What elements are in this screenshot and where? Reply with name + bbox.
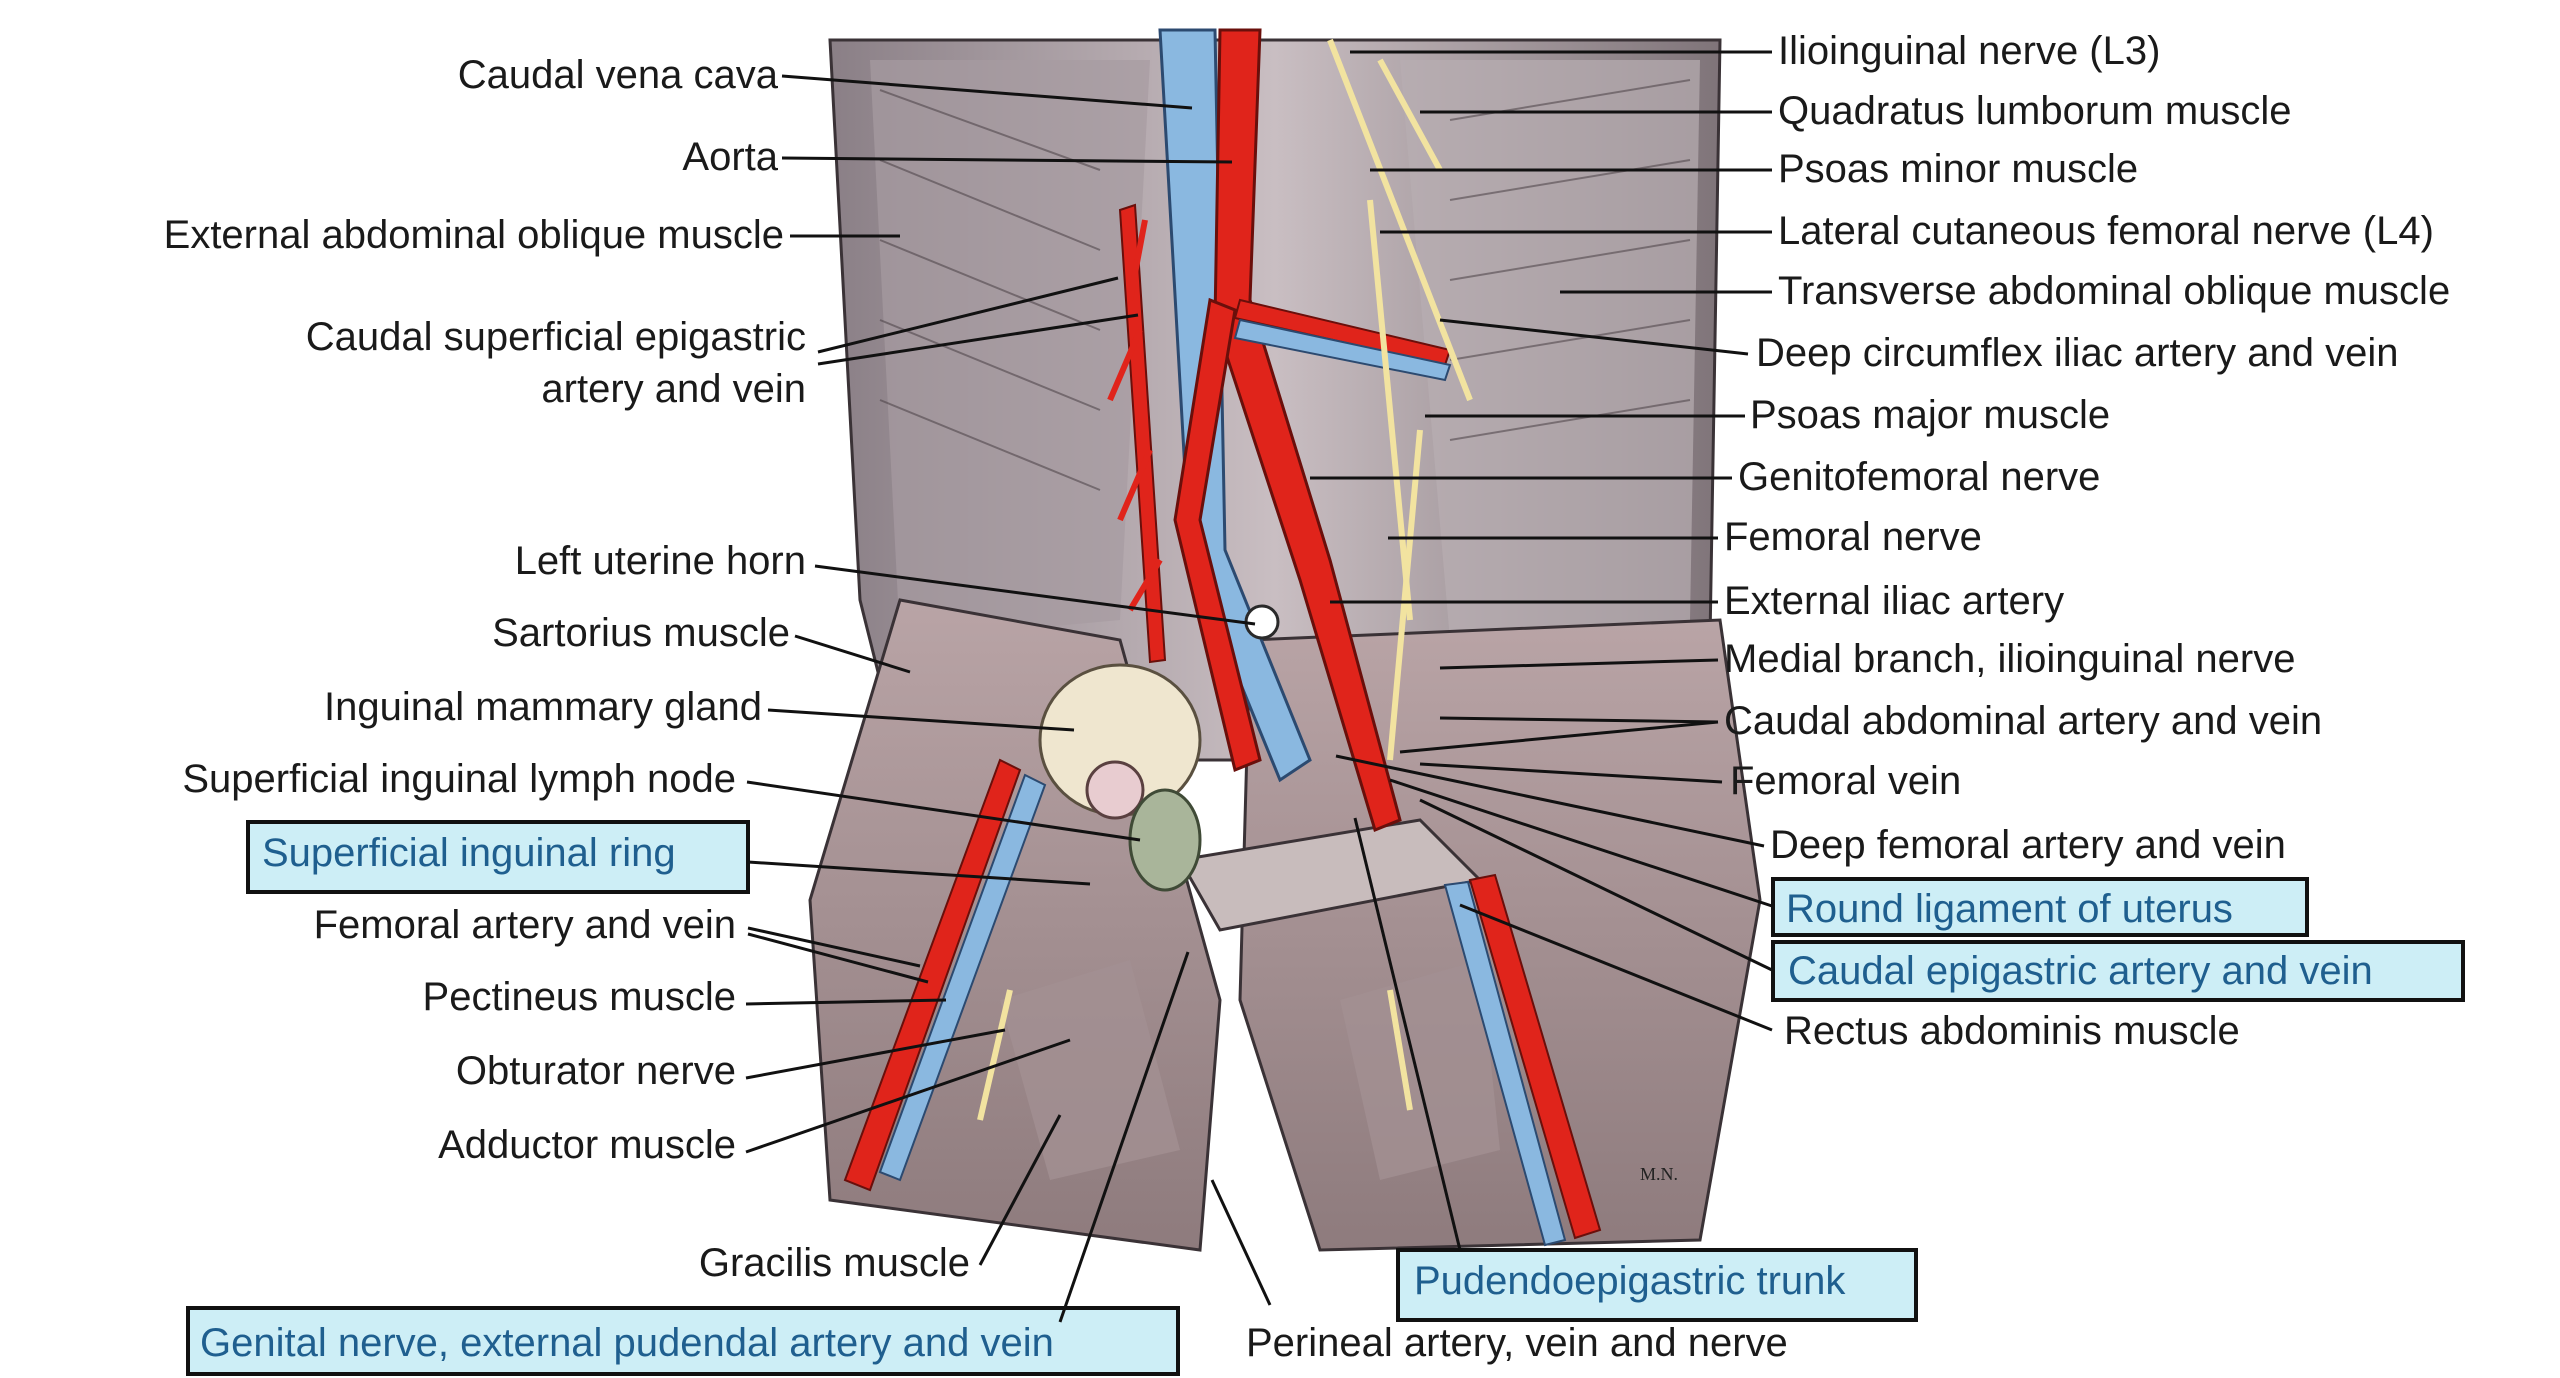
label-gracilis-muscle: Gracilis muscle [699,1241,970,1285]
label-ilioinguinal-nerve-l3: Ilioinguinal nerve (L3) [1778,29,2160,73]
nerves [977,38,1473,1121]
label-sartorius-muscle: Sartorius muscle [492,611,790,655]
label-pudendoepigastric-trunk: Pudendoepigastric trunk [1414,1259,1846,1303]
label-caudal-abdominal-artery-and-vein: Caudal abdominal artery and vein [1724,699,2322,743]
label-pectineus-muscle: Pectineus muscle [423,975,736,1019]
label-caudal-vena-cava: Caudal vena cava [458,53,779,97]
label-perineal-artery-vein-and-nerve: Perineal artery, vein and nerve [1246,1321,1788,1365]
leader-lines [745,50,1773,1323]
label-deep-femoral-artery-and-vein: Deep femoral artery and vein [1770,823,2286,867]
label-genitofemoral-nerve: Genitofemoral nerve [1738,455,2100,499]
labels-left: Caudal vena cava Aorta External abdomina… [164,53,1054,1365]
lymph-node [1128,788,1202,892]
label-quadratus-lumborum-muscle: Quadratus lumborum muscle [1778,89,2292,133]
label-external-abdominal-oblique-muscle: External abdominal oblique muscle [164,213,784,257]
label-left-uterine-horn: Left uterine horn [515,539,806,583]
label-deep-circumflex-iliac-artery-and-vein: Deep circumflex iliac artery and vein [1756,331,2398,375]
label-psoas-major-muscle: Psoas major muscle [1750,393,2110,437]
artist-signature: M.N. [1640,1164,1678,1184]
label-superficial-inguinal-lymph-node: Superficial inguinal lymph node [182,757,736,801]
label-transverse-abdominal-oblique-muscle: Transverse abdominal oblique muscle [1778,269,2450,313]
label-psoas-minor-muscle: Psoas minor muscle [1778,147,2138,191]
label-femoral-artery-and-vein-left: Femoral artery and vein [314,903,736,947]
label-medial-branch-ilioinguinal-nerve: Medial branch, ilioinguinal nerve [1724,637,2295,681]
label-lateral-cutaneous-femoral-nerve: Lateral cutaneous femoral nerve (L4) [1778,209,2434,253]
label-caudal-superficial-epigastric: Caudal superficial epigastric [306,315,806,359]
vessels [843,28,1602,1247]
label-aorta: Aorta [682,135,778,179]
labels-right: Ilioinguinal nerve (L3) Quadratus lumbor… [1246,29,2450,1365]
label-femoral-nerve: Femoral nerve [1724,515,1982,559]
label-caudal-superficial-epigastric-line2: artery and vein [541,367,806,411]
label-inguinal-mammary-gland: Inguinal mammary gland [324,685,762,729]
label-round-ligament-of-uterus: Round ligament of uterus [1786,887,2233,931]
label-adductor-muscle: Adductor muscle [438,1123,736,1167]
label-obturator-nerve: Obturator nerve [456,1049,736,1093]
label-femoral-vein: Femoral vein [1730,759,1961,803]
label-external-iliac-artery: External iliac artery [1724,579,2064,623]
label-caudal-epigastric-artery-and-vein: Caudal epigastric artery and vein [1788,949,2373,993]
label-rectus-abdominis-muscle: Rectus abdominis muscle [1784,1009,2240,1053]
mammary-gland [1038,663,1202,820]
label-genital-nerve-external-pudendal: Genital nerve, external pudendal artery … [200,1321,1054,1365]
highlight-boxes [186,820,2465,1376]
label-superficial-inguinal-ring: Superficial inguinal ring [262,831,676,875]
